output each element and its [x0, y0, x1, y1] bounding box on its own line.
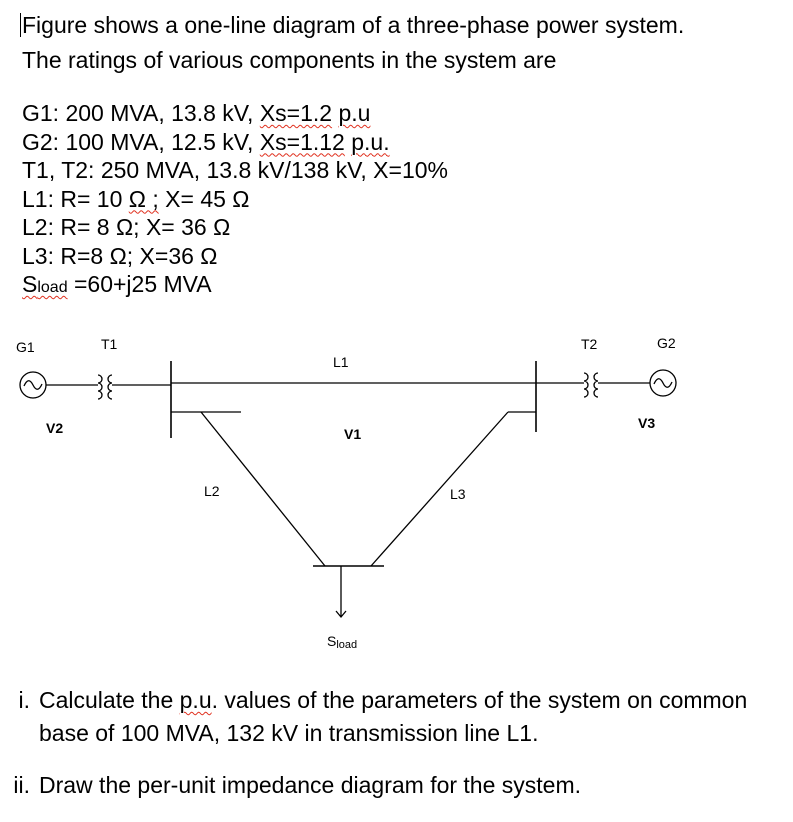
rating-g2-xs: Xs=1.12: [259, 128, 345, 155]
rating-g1-xs: Xs=1.2: [259, 100, 333, 126]
rating-sload-sub: load: [37, 279, 68, 296]
label-t1: T1: [101, 336, 118, 352]
rating-g2-prefix: G2: 100 MVA, 12.5 kV,: [22, 128, 260, 155]
question-1-pu: p.u: [179, 687, 212, 713]
rating-sload-suffix: =60+j25 MVA: [67, 271, 212, 297]
label-sload: Sload: [327, 633, 357, 651]
transformer-t2-icon: [583, 372, 599, 398]
intro-line-2: The ratings of various components in the…: [22, 47, 557, 73]
question-2-number: ii.: [13, 772, 30, 798]
rating-g2: G2: 100 MVA, 12.5 kV, Xs=1.12 p.u.: [22, 128, 448, 157]
label-g2: G2: [657, 335, 676, 351]
rating-g2-pu: p.u.: [351, 128, 390, 155]
text-cursor: [20, 13, 21, 37]
label-sload-s: S: [327, 633, 336, 649]
line-l3: [370, 411, 509, 567]
question-1-number: i.: [18, 687, 31, 713]
problem-intro: Figure shows a one-line diagram of a thr…: [22, 8, 684, 78]
label-l2: L2: [204, 483, 220, 499]
rating-l1-suffix: X= 45 Ω: [158, 185, 250, 212]
label-l1: L1: [333, 354, 349, 370]
rating-transformers: T1, T2: 250 MVA, 13.8 kV/138 kV, X=10%: [22, 157, 448, 183]
rating-l1-mid: Ω ;: [128, 185, 159, 212]
questions: i. Calculate the p.u. values of the para…: [0, 684, 759, 822]
generator-g2-icon: [649, 369, 677, 397]
intro-line-1: Figure shows a one-line diagram of a thr…: [22, 12, 685, 38]
rating-g1: G1: 200 MVA, 13.8 kV, Xs=1.2 p.u: [22, 99, 448, 128]
rating-l2: L2: R= 8 Ω; X= 36 Ω: [22, 214, 231, 240]
label-v1: V1: [344, 426, 361, 442]
label-sload-sub: load: [336, 639, 357, 651]
one-line-diagram: G1 T1 T2 G2 L1 V2 V1 V3 L2 L3 Sload: [16, 335, 677, 651]
question-1-pre: Calculate the: [39, 687, 180, 713]
rating-g1-pu: p.u: [338, 100, 371, 126]
load-arrow-icon: [335, 610, 347, 619]
line-l2: [200, 411, 326, 567]
rating-sload: Sload =60+j25 MVA: [22, 270, 448, 303]
question-2: ii. Draw the per-unit impedance diagram …: [0, 769, 759, 802]
label-v2: V2: [46, 420, 63, 436]
question-2-text: Draw the per-unit impedance diagram for …: [39, 772, 582, 798]
label-g1: G1: [16, 339, 35, 355]
rating-sload-symbol: Sload: [22, 271, 68, 297]
label-v3: V3: [638, 415, 655, 431]
question-1: i. Calculate the p.u. values of the para…: [0, 684, 759, 750]
transformer-t1-icon: [97, 374, 113, 400]
rating-g1-prefix: G1: 200 MVA, 13.8 kV,: [22, 100, 260, 126]
label-l3: L3: [450, 486, 466, 502]
question-1-post: . values of the parameters of the system…: [39, 687, 748, 746]
rating-sload-s: S: [22, 271, 38, 297]
component-ratings: G1: 200 MVA, 13.8 kV, Xs=1.2 p.u G2: 100…: [22, 99, 448, 303]
rating-l3: L3: R=8 Ω; X=36 Ω: [22, 242, 218, 269]
rating-l1: L1: R= 10 Ω ; X= 45 Ω: [22, 185, 448, 214]
label-t2: T2: [581, 336, 598, 352]
rating-l1-prefix: L1: R= 10: [22, 185, 129, 212]
generator-g1-icon: [19, 371, 47, 399]
